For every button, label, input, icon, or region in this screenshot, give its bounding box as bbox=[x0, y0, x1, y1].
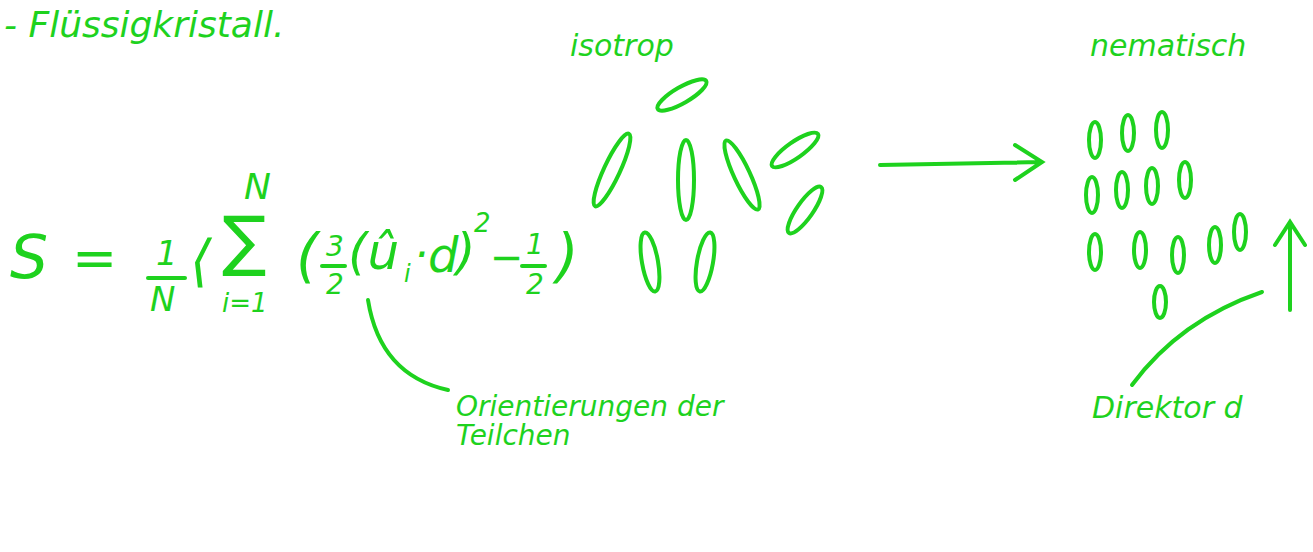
rod bbox=[1234, 214, 1246, 250]
rod bbox=[782, 182, 827, 237]
director-arrow bbox=[1275, 222, 1305, 310]
fraction-bar bbox=[522, 264, 545, 268]
rod bbox=[1116, 172, 1128, 208]
fraction-bar bbox=[322, 264, 345, 268]
annotation: Direktor d bbox=[1092, 392, 1243, 424]
rod bbox=[1154, 286, 1166, 318]
fraction-bar bbox=[148, 276, 185, 280]
formula-symbol: − bbox=[490, 236, 524, 278]
phase-label: nematisch bbox=[1090, 30, 1246, 62]
formula-symbol: d bbox=[428, 230, 458, 280]
rod bbox=[588, 130, 636, 209]
rod bbox=[1089, 234, 1101, 270]
formula-symbol: ) bbox=[456, 226, 476, 279]
rod bbox=[637, 231, 663, 293]
rod bbox=[719, 137, 766, 213]
formula-symbol: = bbox=[72, 230, 117, 287]
formula-number: 1 bbox=[526, 230, 544, 259]
formula-index: i=1 bbox=[222, 290, 268, 317]
formula-number: 2 bbox=[326, 270, 344, 299]
rod bbox=[1146, 168, 1158, 204]
formula-symbol: (û bbox=[348, 226, 399, 279]
formula-exponent: 2 bbox=[474, 210, 491, 237]
transition-arrow bbox=[880, 145, 1042, 180]
formula-symbol: ⟨ bbox=[190, 232, 212, 291]
formula-symbol: S bbox=[10, 226, 48, 289]
rod bbox=[1089, 122, 1101, 158]
heading: - Flüssigkristall. bbox=[4, 6, 284, 44]
leader-line bbox=[1132, 292, 1262, 385]
rod bbox=[1156, 112, 1168, 148]
formula-symbol: ∑ bbox=[222, 206, 266, 275]
formula-symbol: · bbox=[414, 232, 428, 278]
rod bbox=[1209, 227, 1221, 263]
formula-symbol: N bbox=[150, 282, 175, 318]
rod bbox=[678, 140, 694, 220]
formula-index: i bbox=[404, 262, 411, 287]
rod bbox=[1134, 232, 1146, 268]
rod bbox=[654, 74, 710, 116]
formula-number: 1 bbox=[156, 236, 178, 272]
leader-line bbox=[368, 300, 448, 390]
rod bbox=[1179, 162, 1191, 198]
formula-symbol: ) bbox=[556, 226, 579, 287]
phase-label: isotrop bbox=[570, 30, 674, 62]
formula-symbol: N bbox=[244, 168, 271, 206]
rod bbox=[692, 231, 718, 293]
formula-symbol: ( bbox=[296, 226, 319, 287]
annotation: Orientierungen der Teilchen bbox=[456, 392, 726, 451]
rod bbox=[1122, 115, 1134, 151]
formula-number: 3 bbox=[326, 232, 344, 261]
rod bbox=[1172, 237, 1184, 273]
formula-number: 2 bbox=[526, 270, 544, 299]
rod bbox=[1086, 177, 1098, 213]
rod bbox=[767, 127, 822, 172]
